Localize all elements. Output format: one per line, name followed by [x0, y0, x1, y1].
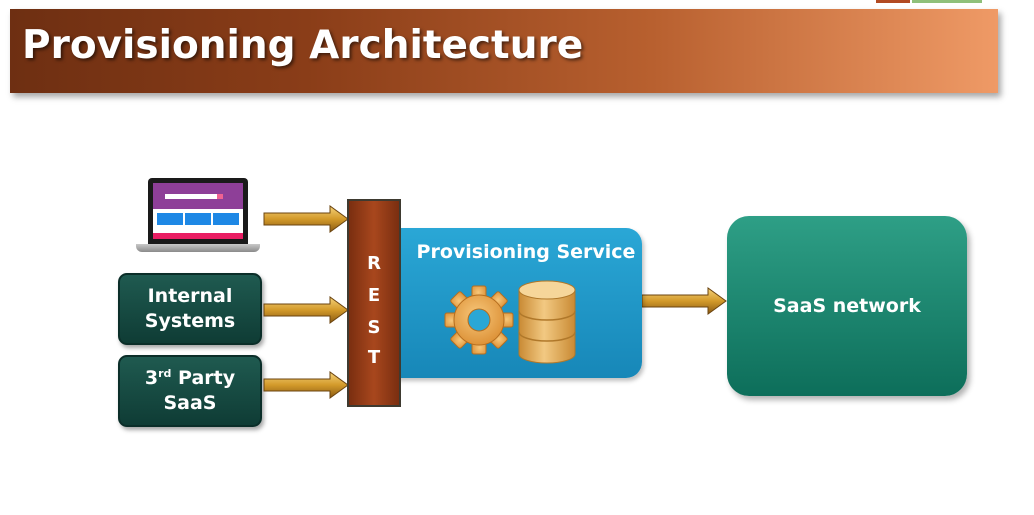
internal-systems-line1: Internal [147, 285, 233, 307]
screen-tile [157, 213, 183, 225]
rest-api-bar: R E S T [347, 199, 401, 407]
top-corner-accent-red [876, 0, 910, 3]
provisioning-service-box: Provisioning Service [382, 228, 642, 378]
third-party-ordinal: rd [158, 367, 172, 380]
screen-search-bar [165, 194, 217, 199]
laptop-lid [148, 178, 248, 244]
arrow-internal-to-rest [263, 296, 349, 324]
rest-letter-s: S [367, 317, 381, 338]
third-party-saas-box: 3rd Party SaaS [118, 355, 262, 427]
saas-network-box: SaaS network [727, 216, 967, 396]
third-party-word: Party [171, 367, 236, 389]
screen-tile [213, 213, 239, 225]
slide-title: Provisioning Architecture [22, 23, 584, 68]
rest-letter-r: R [367, 253, 381, 274]
laptop-screen [153, 183, 243, 239]
laptop-icon [136, 178, 260, 254]
third-party-line1: 3rd Party [145, 366, 235, 391]
arrow-provisioning-to-saas [641, 287, 727, 315]
arrow-thirdparty-to-rest [263, 371, 349, 399]
rest-letter-e: E [367, 285, 381, 306]
provisioning-service-label: Provisioning Service [416, 241, 636, 263]
third-party-number: 3 [144, 367, 159, 389]
screen-tile [185, 213, 211, 225]
rest-letter-t: T [367, 347, 381, 368]
database-icon [518, 280, 576, 364]
title-banner: Provisioning Architecture [10, 9, 998, 93]
third-party-line2: SaaS [163, 392, 217, 414]
top-corner-accent-green [912, 0, 982, 3]
saas-network-label: SaaS network [773, 295, 921, 317]
internal-systems-line2: Systems [144, 310, 236, 332]
screen-search-button [217, 194, 223, 199]
screen-footer-strip [153, 233, 243, 239]
laptop-base [136, 244, 260, 252]
arrow-laptop-to-rest [263, 205, 349, 233]
internal-systems-box: Internal Systems [118, 273, 262, 345]
gear-icon [444, 285, 514, 355]
